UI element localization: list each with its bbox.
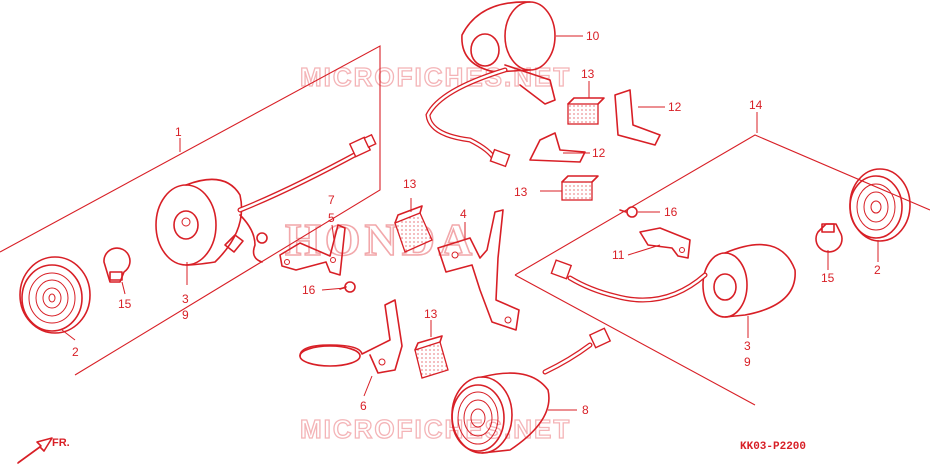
lens-left bbox=[19, 256, 91, 334]
bracket-12-lower bbox=[529, 132, 586, 163]
callout-15-left: 15 bbox=[118, 297, 132, 311]
callout-15-right: 15 bbox=[821, 271, 835, 285]
diagram-code: KK03-P2200 bbox=[740, 441, 806, 453]
callout-13-center-lower: 13 bbox=[424, 307, 438, 321]
callout-12-lower: 12 bbox=[592, 146, 606, 160]
stay-4 bbox=[437, 209, 520, 331]
left-assembly-frame bbox=[0, 45, 381, 376]
callout-7: 7 bbox=[328, 193, 335, 207]
callout-4: 4 bbox=[460, 207, 467, 221]
callout-2-right: 2 bbox=[874, 263, 881, 277]
callout-5: 5 bbox=[328, 211, 335, 225]
callout-2-left: 2 bbox=[72, 345, 79, 359]
bracket-11 bbox=[639, 227, 691, 259]
callout-13-mid-right: 13 bbox=[514, 185, 528, 199]
callout-3-9-right: 3 9 bbox=[744, 339, 754, 369]
bolt-left bbox=[339, 281, 356, 293]
callout-3-9-left-line2: 9 bbox=[182, 308, 189, 322]
callout-14: 14 bbox=[749, 98, 763, 112]
rubber-upper-right bbox=[567, 97, 605, 125]
bulb-left bbox=[103, 247, 131, 283]
callout-3-9-right-line1: 3 bbox=[744, 339, 751, 353]
housing-right bbox=[702, 243, 796, 318]
callout-11: 11 bbox=[612, 248, 625, 262]
front-direction-label: FR. bbox=[52, 437, 70, 449]
callout-3-9-left: 3 9 bbox=[182, 292, 192, 322]
callout-16-left: 16 bbox=[302, 283, 316, 297]
callout-8: 8 bbox=[582, 403, 589, 417]
light-10 bbox=[461, 1, 556, 105]
callout-3-9-right-line2: 9 bbox=[744, 355, 751, 369]
callout-3-9-left-line1: 3 bbox=[182, 292, 189, 306]
housing-left bbox=[155, 178, 244, 266]
bolt-right bbox=[619, 206, 638, 218]
callout-6: 6 bbox=[360, 399, 367, 413]
lens-right bbox=[849, 168, 911, 242]
bracket-12-upper bbox=[614, 89, 661, 146]
bracket-6 bbox=[299, 299, 403, 374]
callout-12-upper: 12 bbox=[668, 100, 682, 114]
rubber-center-lower bbox=[414, 335, 449, 379]
watermark-top: MICROFICHES.NET bbox=[300, 62, 571, 92]
bracket-5-7 bbox=[279, 224, 346, 276]
watermark-bottom: MICROFICHES.NET bbox=[300, 414, 571, 444]
rubber-center-upper bbox=[394, 205, 433, 253]
rubber-mid-right bbox=[561, 175, 599, 201]
honda-watermark: HONDA bbox=[285, 214, 476, 265]
bulb-right bbox=[815, 223, 843, 253]
front-direction-arrow: FR. bbox=[17, 437, 70, 464]
light-8 bbox=[451, 372, 550, 454]
callout-13-upper-right: 13 bbox=[581, 67, 595, 81]
callout-10: 10 bbox=[586, 29, 600, 43]
callout-1: 1 bbox=[175, 125, 182, 139]
leader-lines bbox=[61, 35, 879, 411]
callout-13-center-upper: 13 bbox=[403, 177, 417, 191]
callout-16-right: 16 bbox=[664, 205, 678, 219]
